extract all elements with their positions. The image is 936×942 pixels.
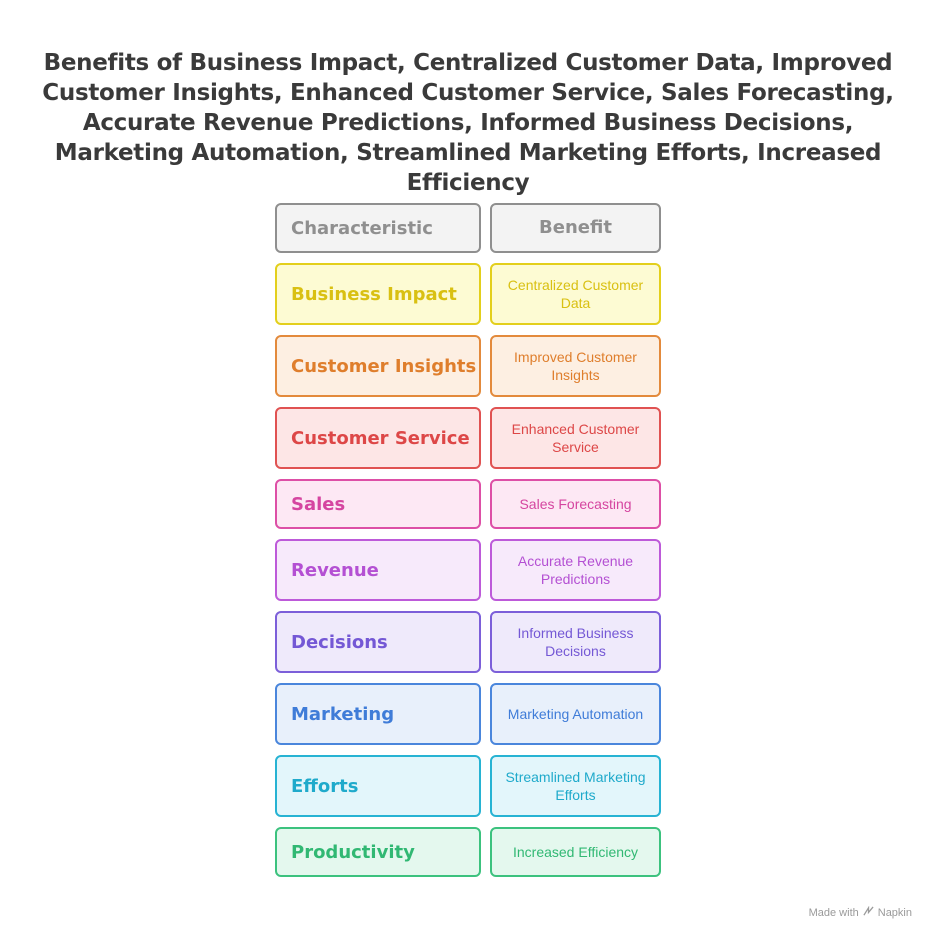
characteristic-cell: Business Impact [275,263,481,325]
characteristic-cell: Productivity [275,827,481,877]
napkin-logo-icon [863,905,874,920]
characteristic-cell: Customer Service [275,407,481,469]
benefit-cell: Centralized Customer Data [490,263,661,325]
characteristic-cell: Marketing [275,683,481,745]
header-characteristic: Characteristic [275,203,481,253]
benefit-cell: Increased Efficiency [490,827,661,877]
characteristic-cell: Customer Insights [275,335,481,397]
benefit-cell: Improved Customer Insights [490,335,661,397]
characteristic-cell: Efforts [275,755,481,817]
made-with-napkin-credit: Made with Napkin [808,905,912,920]
benefit-cell: Accurate Revenue Predictions [490,539,661,601]
characteristic-cell: Decisions [275,611,481,673]
header-benefit: Benefit [490,203,661,253]
benefit-cell: Informed Business Decisions [490,611,661,673]
napkin-brand-label: Napkin [877,907,912,919]
benefit-cell: Enhanced Customer Service [490,407,661,469]
characteristic-cell: Sales [275,479,481,529]
made-with-label: Made with [808,907,859,919]
benefit-cell: Marketing Automation [490,683,661,745]
characteristic-cell: Revenue [275,539,481,601]
benefit-cell: Sales Forecasting [490,479,661,529]
benefit-cell: Streamlined Marketing Efforts [490,755,661,817]
page-title: Benefits of Business Impact, Centralized… [42,50,894,196]
